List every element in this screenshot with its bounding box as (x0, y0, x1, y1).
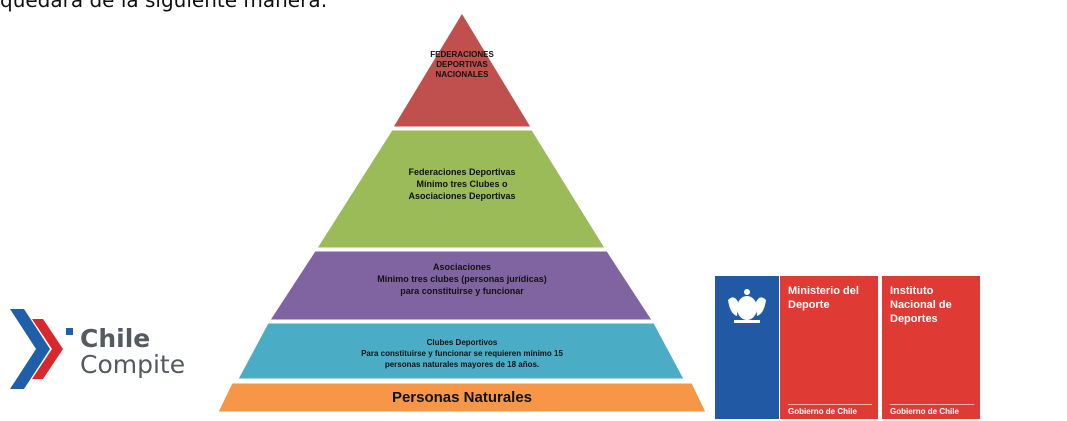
gobierno-chile-seal-panel (715, 276, 779, 419)
chile-compite-chevron-icon (10, 309, 73, 389)
chile-coat-of-arms-icon (728, 289, 766, 323)
instituto-deportes-logo: Instituto Nacional de Deportes Gobierno … (882, 276, 980, 419)
pyramid-level-federaciones-deportivas (316, 129, 606, 249)
pyramid-label-federaciones-nacionales-line-2: DEPORTIVAS (436, 60, 488, 69)
pyramid-label-federaciones-deportivas-line-2: Mínimo tres Clubes o (416, 179, 508, 189)
chile-compite-logo: Chile Compite (10, 304, 210, 394)
pyramid-label-asociaciones-line-3: para constituirse y funcionar (400, 286, 524, 296)
pyramid-label-federaciones-deportivas-line-1: Federaciones Deportivas (408, 167, 515, 177)
pyramid-label-federaciones-nacionales-line-3: NACIONALES (436, 70, 490, 79)
pyramid-label-clubes-deportivos-line-3: personas naturales mayores de 18 años. (385, 360, 539, 369)
ministerio-footer: Gobierno de Chile (788, 404, 872, 416)
pyramid-label-clubes-deportivos-line-2: Para constituirse y funcionar se requier… (361, 349, 563, 358)
pyramid-label-federaciones-deportivas-line-3: Asociaciones Deportivas (408, 191, 515, 201)
pyramid-level-personas-naturales (217, 382, 707, 413)
instituto-footer: Gobierno de Chile (890, 404, 974, 416)
pyramid-level-federaciones-nacionales (392, 12, 532, 128)
pyramid-label-asociaciones-line-2: Mínimo tres clubes (personas jurídicas) (377, 274, 547, 284)
ministerio-title: Ministerio del Deporte (788, 285, 859, 311)
pyramid-label-clubes-deportivos-line-1: Clubes Deportivos (427, 338, 498, 347)
chile-compite-word-chile: Chile (80, 324, 151, 353)
instituto-title: Instituto Nacional de Deportes (890, 285, 952, 325)
ministerio-deporte-logo: Ministerio del Deporte Gobierno de Chile (780, 276, 878, 419)
pyramid-level-asociaciones (269, 250, 653, 321)
pyramid-level-clubes-deportivos (237, 322, 685, 380)
pyramid-label-personas-naturales-line-1: Personas Naturales (392, 389, 532, 406)
chile-compite-word-compite: Compite (80, 350, 186, 379)
pyramid-label-federaciones-nacionales-line-1: FEDERACIONES (430, 50, 494, 59)
pyramid-label-asociaciones-line-1: Asociaciones (433, 262, 491, 272)
intro-text: quedará de la siguiente manera: (0, 0, 328, 12)
